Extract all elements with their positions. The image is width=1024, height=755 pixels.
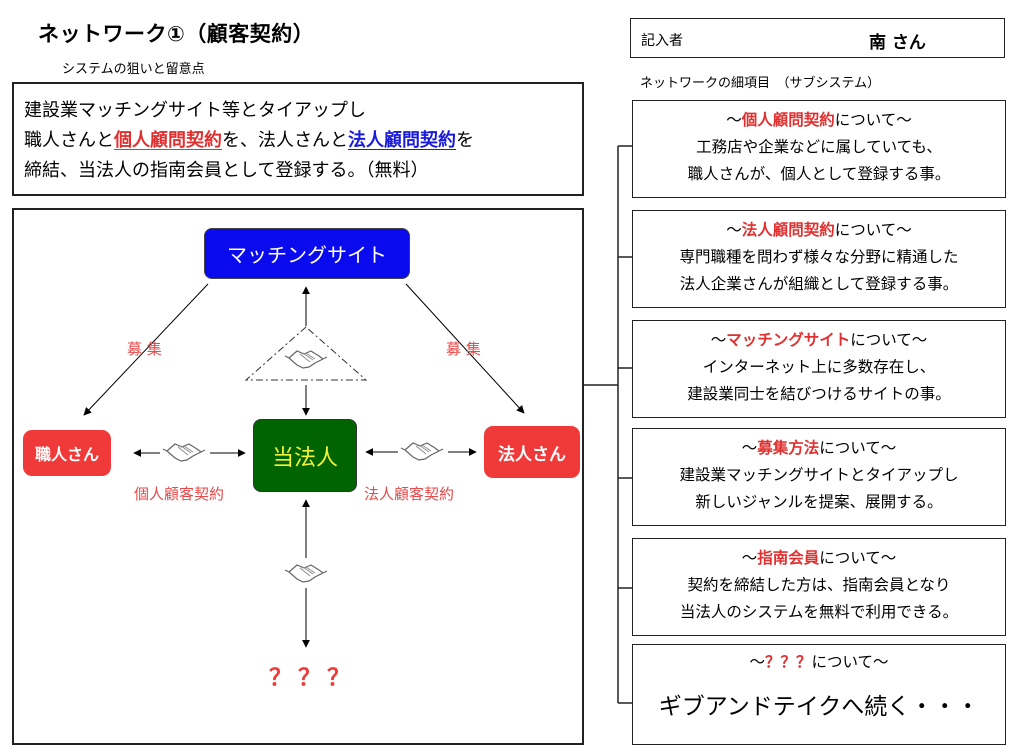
item-highlight: ？？？ <box>764 653 812 671</box>
item-heading: ～個人顧問契約について～ <box>633 107 1005 134</box>
item-line: 職人さんが、個人として登録する事。 <box>687 165 951 183</box>
item-heading: ～？？？について～ <box>633 649 1005 676</box>
node-matching-site: マッチングサイト <box>204 228 410 279</box>
item-line: ギブアンドテイクへ続く・・・ <box>658 694 980 720</box>
item-shinan-member: ～指南会員について～ 契約を締結した方は、指南会員となり 当法人のシステムを無料… <box>632 538 1006 636</box>
recruit-label-left: 募 集 <box>127 340 162 358</box>
item-heading: ～法人顧問契約について～ <box>633 217 1005 244</box>
item-line: インターネット上に多数存在し、 <box>702 358 936 376</box>
item-line: 法人企業さんが組織として登録する事。 <box>679 275 959 293</box>
partnership-triangle <box>244 326 368 381</box>
item-prefix: ～ <box>710 331 727 349</box>
aim-text: 職人さんと <box>24 130 114 151</box>
item-line: 当法人のシステムを無料で利用できる。 <box>679 603 959 621</box>
item-highlight: 募集方法 <box>757 439 820 457</box>
item-suffix: について～ <box>850 331 928 349</box>
writer-label: 記入者 <box>641 33 683 49</box>
node-corporation: 当法人 <box>253 419 357 492</box>
item-prefix: ～ <box>741 549 758 567</box>
item-prefix: ～ <box>726 111 742 129</box>
writer-box: 記入者 南 さん <box>630 18 1005 58</box>
item-suffix: について～ <box>834 221 912 239</box>
item-heading: ～指南会員について～ <box>633 545 1005 572</box>
corporate-contract-highlight: 法人顧問契約 <box>348 130 456 151</box>
item-individual-contract: ～個人顧問契約について～ 工務店や企業などに属していても、 職人さんが、個人とし… <box>632 100 1006 198</box>
item-suffix: について～ <box>834 111 912 129</box>
item-prefix: ～ <box>741 439 758 457</box>
item-unknown: ～？？？について～ ギブアンドテイクへ続く・・・ <box>632 644 1006 745</box>
item-matching-site: ～マッチングサイトについて～ インターネット上に多数存在し、 建設業同士を結びつ… <box>632 320 1006 418</box>
recruit-label-right: 募 集 <box>446 340 481 358</box>
item-heading: ～マッチングサイトについて～ <box>633 327 1005 354</box>
node-company: 法人さん <box>484 426 580 478</box>
item-highlight: 法人顧問契約 <box>741 221 835 239</box>
recruit-arrow-left <box>83 283 209 416</box>
corporate-contract-label: 法人顧客契約 <box>364 485 455 503</box>
item-highlight: 個人顧問契約 <box>741 111 835 129</box>
handshake-icon <box>284 350 328 369</box>
aim-box: 建設業マッチングサイト等とタイアップし 職人さんと個人顧問契約を、法人さんと法人… <box>12 82 584 196</box>
item-recruit-method: ～募集方法について～ 建設業マッチングサイトとタイアップし 新しいジャンルを提案… <box>632 428 1006 526</box>
item-heading: ～募集方法について～ <box>633 435 1005 462</box>
page-title: ネットワーク①（顧客契約） <box>38 22 315 46</box>
item-suffix: について～ <box>819 439 897 457</box>
network-diagram: マッチングサイト 当法人 職人さん 法人さん 募 集 募 集 個人顧客契約 法人… <box>12 208 584 745</box>
item-line: 契約を締結した方は、指南会員となり <box>687 576 951 594</box>
item-highlight: マッチングサイト <box>726 331 851 349</box>
aim-text: を、法人さんと <box>222 130 348 151</box>
item-line: 専門職種を問わず様々な分野に精通した <box>679 248 959 266</box>
aim-line-1: 建設業マッチングサイト等とタイアップし <box>24 100 366 121</box>
item-line: 建設業マッチングサイトとタイアップし <box>679 466 959 484</box>
recruit-arrow-right <box>405 283 525 414</box>
item-corporate-contract: ～法人顧問契約について～ 専門職種を問わず様々な分野に精通した 法人企業さんが組… <box>632 210 1006 308</box>
individual-contract-label: 個人顧客契約 <box>134 485 225 503</box>
aim-text: を <box>456 130 474 151</box>
item-line: 建設業同士を結びつけるサイトの事。 <box>687 385 951 403</box>
item-line: 新しいジャンルを提案、展開する。 <box>695 493 943 511</box>
writer-name: 南 さん <box>869 33 926 53</box>
subsystem-label: ネットワークの細項目 （サブシステム） <box>640 76 881 91</box>
item-suffix: について～ <box>819 549 897 567</box>
item-highlight: 指南会員 <box>757 549 820 567</box>
item-prefix: ～ <box>749 653 765 671</box>
aim-line-2: 職人さんと個人顧問契約を、法人さんと法人顧問契約を <box>24 126 572 156</box>
aim-line-3: 締結、当法人の指南会員として登録する。（無料） <box>24 160 429 181</box>
individual-contract-highlight: 個人顧問契約 <box>114 130 222 151</box>
item-suffix: について～ <box>811 653 889 671</box>
node-craftsman: 職人さん <box>23 430 111 476</box>
unknown-label: ？？？ <box>269 665 356 691</box>
diagram-connectors <box>83 283 525 648</box>
item-line: 工務店や企業などに属していても、 <box>696 138 942 156</box>
page-subtitle: システムの狙いと留意点 <box>62 62 205 77</box>
item-prefix: ～ <box>726 221 742 239</box>
